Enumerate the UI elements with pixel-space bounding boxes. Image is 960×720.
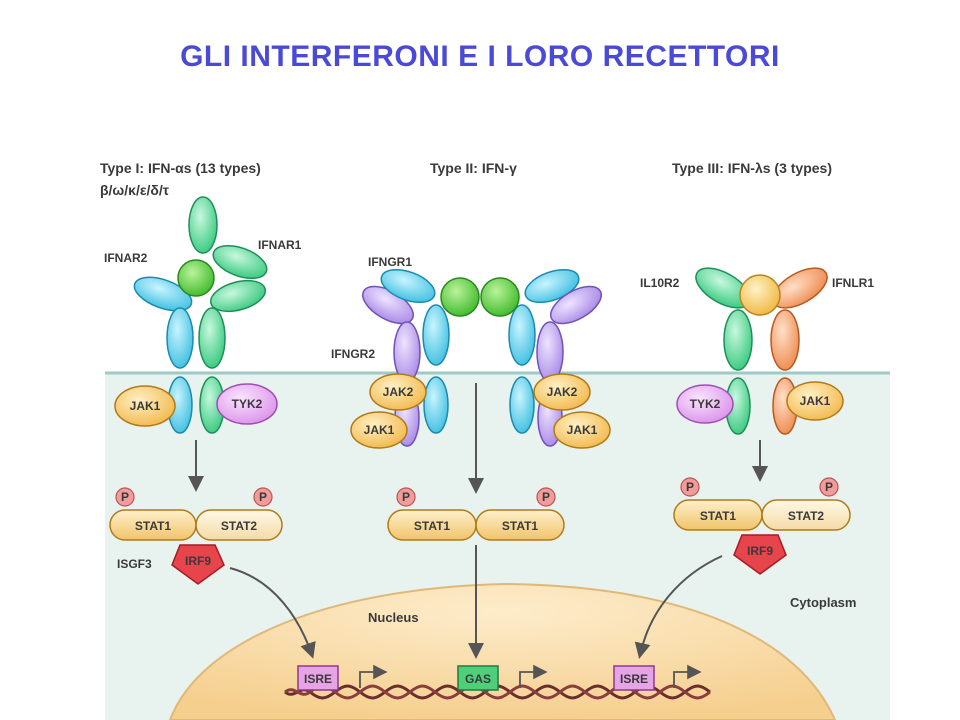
tyk2-kinase: [676, 384, 734, 424]
ifngr2-domain: [393, 321, 421, 383]
phosphate-label: P: [825, 480, 833, 494]
slide-title: GLI INTERFERONI E I LORO RECETTORI: [180, 40, 780, 73]
transcription-arrow: [519, 664, 548, 688]
ifngr2-domain: [536, 321, 564, 383]
ifnar1-domain: [188, 196, 218, 254]
ifn-gamma-ligand: [440, 277, 480, 317]
ifnar1-domain: [212, 244, 268, 280]
type3-header: Type III: IFN-λs (3 types): [672, 160, 832, 176]
phosphate-badge: [253, 487, 273, 507]
phosphate-label: P: [686, 480, 694, 494]
nucleus-label: Nucleus: [368, 610, 419, 625]
jak1-kinase: [350, 411, 408, 449]
phosphate-badge: [819, 477, 839, 497]
il10r2-domain: [723, 309, 753, 371]
type1-subheader: β/ω/κ/ε/δ/τ: [100, 182, 170, 198]
irf9-label: IRF9: [185, 554, 211, 568]
jak1-kinase: [114, 385, 176, 427]
ifnar2-label: IFNAR2: [104, 251, 148, 265]
ifnar1-domain: [198, 307, 226, 369]
stat2-protein: [195, 509, 283, 541]
irf9-protein: [171, 544, 225, 585]
phosphate-badge: [115, 487, 135, 507]
type1-header: Type I: IFN-αs (13 types): [100, 160, 261, 176]
tyk2-label: TYK2: [690, 397, 721, 411]
type1-group: Type I: IFN-αs (13 types) β/ω/κ/ε/δ/τ IF…: [100, 160, 316, 659]
ifngr2-domain: [550, 285, 602, 325]
stat1-label: STAT1: [700, 509, 737, 523]
stat2-label: STAT2: [221, 519, 258, 533]
ifngr1-domain: [380, 268, 436, 304]
ifn-alpha-ligand: [177, 259, 215, 297]
tyk2-label: TYK2: [232, 397, 263, 411]
ifnar2-domain: [166, 307, 194, 369]
jak1-label: JAK1: [567, 423, 598, 437]
stat1-protein: [475, 509, 565, 541]
isre-promoter: [297, 665, 339, 691]
phosphate-label: P: [259, 490, 267, 504]
type2-header: Type II: IFN-γ: [430, 160, 517, 176]
jak1-kinase: [786, 381, 844, 421]
phosphate-label: P: [542, 490, 550, 504]
type3-group: Type III: IFN-λs (3 types) IL10R2 IFNLR1…: [634, 160, 874, 659]
jak1-label: JAK1: [130, 399, 161, 413]
ifnlr1-domain: [770, 309, 800, 371]
stat1-label: STAT1: [135, 519, 172, 533]
phosphate-badge: [396, 487, 416, 507]
ifngr1-domain: [524, 268, 580, 304]
stat2-protein: [761, 499, 851, 531]
gas-label: GAS: [465, 672, 491, 686]
jak1-kinase: [553, 411, 611, 449]
ifngr2-label: IFNGR2: [331, 347, 375, 361]
transcription-arrow: [359, 664, 388, 688]
jak2-kinase: [369, 373, 427, 411]
phosphate-badge: [680, 477, 700, 497]
tyk2-kinase: [216, 383, 278, 425]
signal-arrow: [634, 555, 723, 659]
ifn-gamma-ligand: [480, 277, 520, 317]
jak2-label: JAK2: [547, 385, 578, 399]
isre-label: ISRE: [304, 672, 332, 686]
phosphate-label: P: [402, 490, 410, 504]
stat1-label: STAT1: [414, 519, 451, 533]
gas-promoter: [457, 665, 499, 691]
isgf3-label: ISGF3: [117, 557, 152, 571]
transcription-arrow: [673, 664, 702, 688]
irf9-label: IRF9: [747, 544, 773, 558]
ifnar1-label: IFNAR1: [258, 238, 302, 252]
ifngr1-domain: [423, 376, 449, 434]
jak1-label: JAK1: [364, 423, 395, 437]
stat1-label: STAT1: [502, 519, 539, 533]
phosphate-badge: [536, 487, 556, 507]
signal-arrow: [229, 567, 316, 659]
ifn-lambda-ligand: [739, 274, 781, 316]
phosphate-label: P: [121, 490, 129, 504]
cytoplasm-label: Cytoplasm: [790, 595, 856, 610]
jak2-label: JAK2: [383, 385, 414, 399]
isre-label: ISRE: [620, 672, 648, 686]
ifnlr1-label: IFNLR1: [832, 276, 874, 290]
ifngr1-domain: [509, 376, 535, 434]
irf9-protein: [733, 534, 787, 575]
ifnar2-domain: [133, 276, 193, 312]
jak2-kinase: [533, 373, 591, 411]
stat2-label: STAT2: [788, 509, 825, 523]
type2-group: Type II: IFN-γ IFNGR1 IFNGR2 JAK2 JAK1 J…: [331, 160, 611, 659]
ifnar1-domain: [209, 279, 267, 313]
ifngr1-domain: [508, 304, 536, 366]
ifngr1-label: IFNGR1: [368, 255, 412, 269]
isre-promoter: [613, 665, 655, 691]
jak1-label: JAK1: [800, 394, 831, 408]
il10r2-label: IL10R2: [640, 276, 680, 290]
ifngr1-domain: [422, 304, 450, 366]
